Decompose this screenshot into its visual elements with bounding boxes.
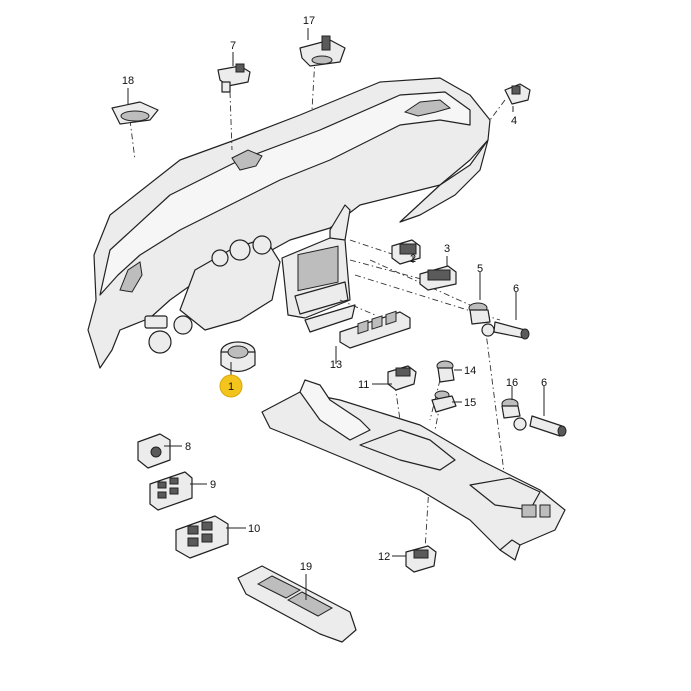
part-17-bracket [299, 35, 346, 67]
callout-1[interactable]: 1 [228, 381, 234, 393]
part-1-knob [220, 341, 256, 373]
part-19-switch-panel [237, 565, 357, 643]
callout-19[interactable]: 19 [300, 561, 312, 573]
part-14-socket [436, 360, 455, 383]
part-13-switch-panel [339, 310, 411, 349]
part-5-socket [468, 302, 495, 337]
part-15-connector [431, 390, 457, 413]
callout-11[interactable]: 11 [358, 379, 369, 391]
callout-9[interactable]: 9 [210, 479, 216, 491]
part-9-switch-block [149, 471, 193, 511]
callout-7[interactable]: 7 [230, 40, 236, 52]
callout-12[interactable]: 12 [378, 551, 390, 563]
callout-6-lower[interactable]: 6 [541, 377, 547, 389]
callout-10[interactable]: 10 [248, 523, 260, 535]
part-12-switch [405, 545, 437, 573]
callout-14[interactable]: 14 [464, 365, 476, 377]
center-console [261, 379, 566, 561]
leader-lines [127, 28, 545, 600]
callout-16[interactable]: 16 [506, 377, 518, 389]
callout-17[interactable]: 17 [303, 15, 315, 27]
part-4-sensor [504, 83, 531, 105]
callout-2[interactable]: 2 [410, 253, 416, 265]
callout-3[interactable]: 3 [444, 243, 450, 255]
part-7-clip [217, 63, 251, 93]
callout-8[interactable]: 8 [185, 441, 191, 453]
part-8-switch [137, 433, 171, 469]
callout-18[interactable]: 18 [122, 75, 134, 87]
part-6-lighter-upper [493, 321, 530, 340]
part-3-switch [419, 265, 457, 291]
dashboard-panel [87, 77, 491, 369]
part-10-switch-block [175, 515, 229, 559]
callout-labels: 1 2 3 4 5 6 6 7 8 9 10 11 12 13 14 15 16… [122, 15, 547, 573]
callout-6-upper[interactable]: 6 [513, 283, 519, 295]
callout-15[interactable]: 15 [464, 397, 476, 409]
part-18-speaker-cover [111, 101, 159, 125]
callout-4[interactable]: 4 [511, 115, 517, 127]
callout-13[interactable]: 13 [330, 359, 342, 371]
center-display-unit [281, 237, 356, 333]
callout-1-highlight [219, 374, 243, 398]
callout-5[interactable]: 5 [477, 263, 483, 275]
part-6-lighter-lower [529, 415, 567, 437]
part-11-switch [387, 365, 417, 391]
part-16-socket [501, 398, 527, 431]
